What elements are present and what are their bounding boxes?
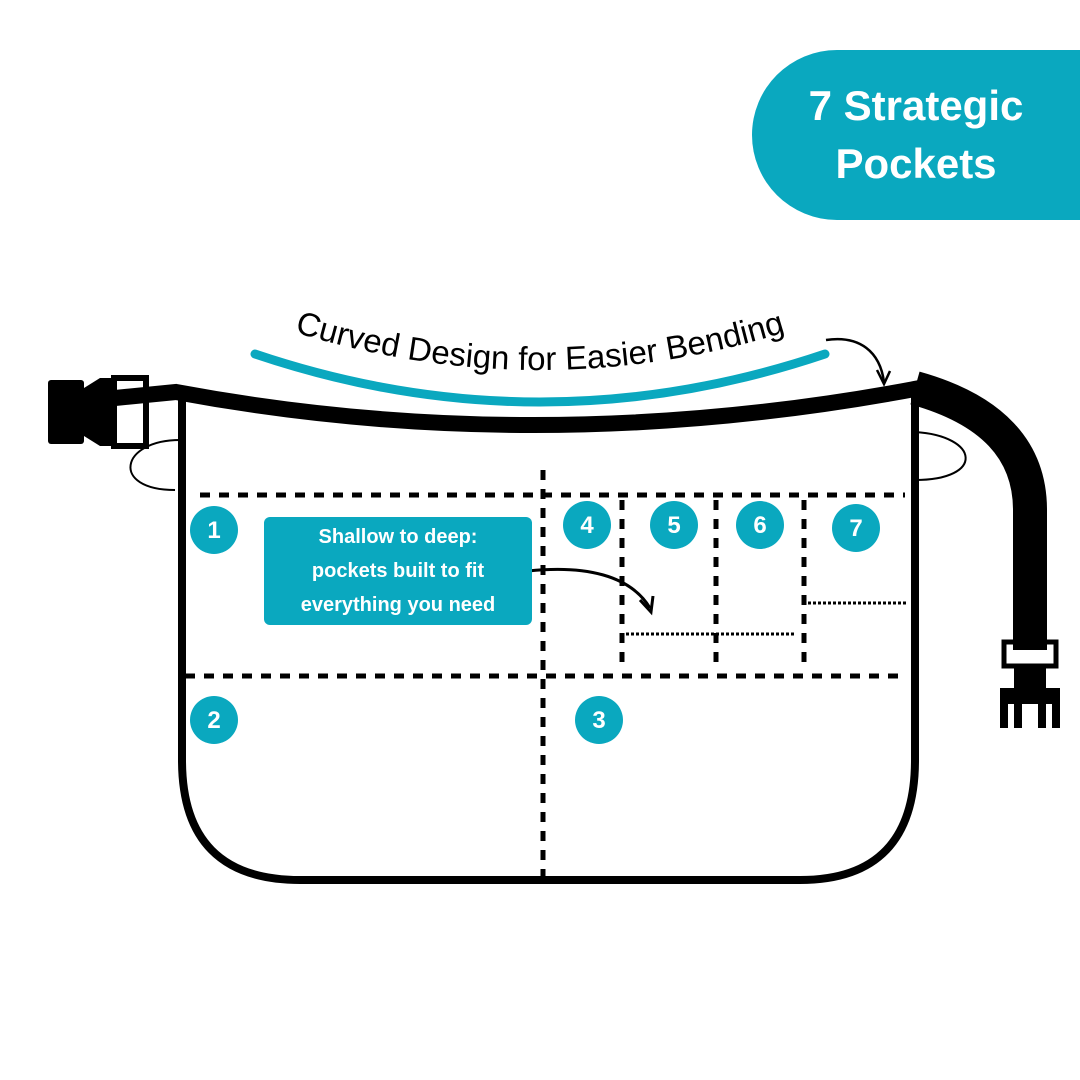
left-buckle-icon: [48, 375, 149, 449]
pocket-badge-1: 1: [190, 506, 238, 554]
pocket-number: 2: [207, 707, 220, 734]
badge-line-1: 7 Strategic: [808, 82, 1024, 129]
pocket-badge-5: 5: [650, 501, 698, 549]
callout-arrow-icon: [527, 567, 655, 616]
right-belt-loop: [914, 431, 967, 481]
pocket-number: 3: [592, 707, 605, 734]
pocket-number: 7: [849, 515, 862, 542]
curve-indicator: [250, 349, 830, 407]
pocket-number: 1: [207, 517, 220, 544]
pocket-depth-lines: [626, 601, 908, 636]
right-strap: [910, 371, 1047, 650]
waistband: [107, 380, 928, 433]
pocket-badges: 1 2 3 4 5 6 7: [190, 501, 880, 744]
pocket-number: 5: [667, 512, 680, 539]
pocket-badge-4: 4: [563, 501, 611, 549]
pocket-badge-2: 2: [190, 696, 238, 744]
left-belt-loop: [129, 439, 181, 491]
pocket-depth-callout: Shallow to deep: pockets built to fit ev…: [264, 517, 532, 625]
pocket-count-badge: 7 Strategic Pockets: [752, 50, 1080, 220]
badge-line-2: Pockets: [835, 140, 997, 187]
curve-arrow-icon: [825, 337, 892, 387]
pocket-badge-3: 3: [575, 696, 623, 744]
right-buckle-icon: [1000, 639, 1060, 728]
curve-label: Curved Design for Easier Bending: [292, 303, 787, 377]
pocket-badge-7: 7: [832, 504, 880, 552]
callout-line-2: pockets built to fit: [311, 560, 485, 582]
callout-line-1: Shallow to deep:: [318, 526, 478, 548]
pocket-number: 6: [753, 512, 766, 539]
pocket-number: 4: [580, 512, 594, 539]
apron-body: [178, 395, 919, 884]
pocket-badge-6: 6: [736, 501, 784, 549]
callout-line-3: everything you need: [300, 594, 496, 616]
